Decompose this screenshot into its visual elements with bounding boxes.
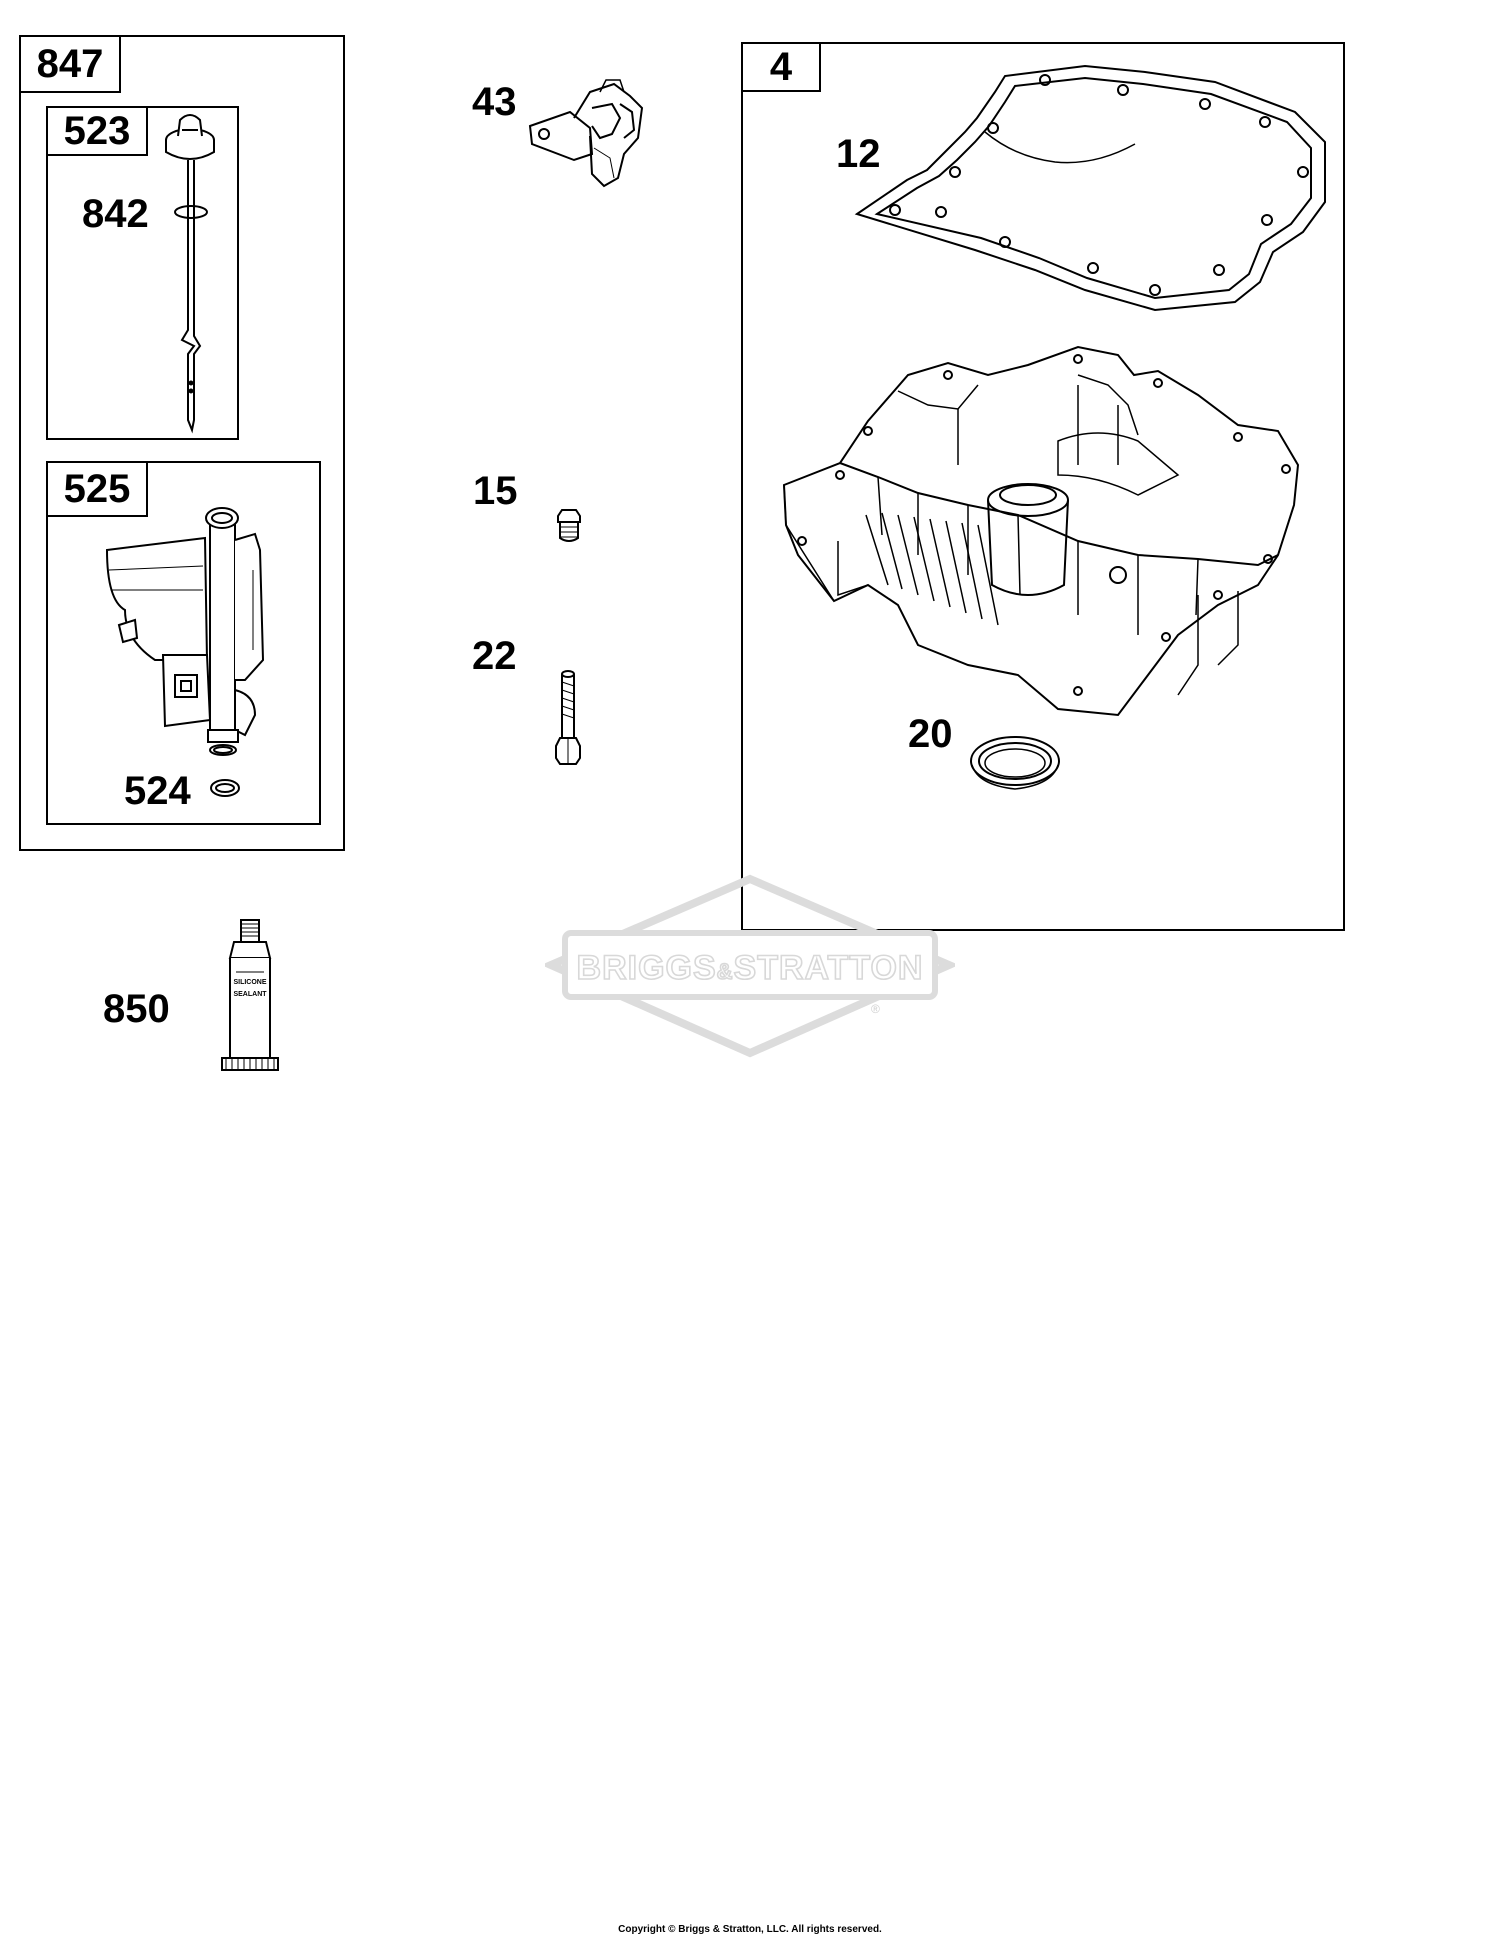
- group-523-tag: 523: [46, 106, 148, 156]
- group-847-frame: 847: [19, 35, 345, 851]
- group-4-tag: 4: [741, 42, 821, 92]
- watermark-brand-amp: &: [717, 959, 734, 984]
- svg-text:BRIGGS&STRATTON: BRIGGS&STRATTON: [577, 949, 924, 987]
- part-label-12: 12: [836, 132, 881, 176]
- group-523-frame: 523: [46, 106, 239, 440]
- group-525-frame: 525: [46, 461, 321, 825]
- part-label-22: 22: [472, 634, 517, 678]
- briggs-stratton-watermark-logo: BRIGGS&STRATTON ®: [541, 873, 959, 1068]
- sealant-tube-text-line-1: SILICONE: [233, 979, 266, 986]
- bolt-22-illustration: [548, 668, 588, 768]
- group-525-tag: 525: [46, 461, 148, 517]
- part-label-15: 15: [473, 469, 518, 513]
- bracket-43-illustration: [520, 78, 650, 193]
- part-label-842: 842: [82, 192, 149, 236]
- part-label-524: 524: [124, 769, 191, 813]
- watermark-registered-mark: ®: [871, 1002, 880, 1016]
- sump-4-illustration: [778, 345, 1308, 725]
- part-label-850: 850: [103, 987, 170, 1031]
- watermark-brand-left: BRIGGS: [577, 949, 717, 987]
- sealant-tube-text-line-2: SEALANT: [233, 991, 267, 998]
- oil-seal-20-illustration: [968, 733, 1062, 793]
- part-label-20: 20: [908, 712, 953, 756]
- group-847-tag: 847: [19, 35, 121, 93]
- plug-15-illustration: [554, 508, 584, 544]
- group-4-frame: 4: [741, 42, 1345, 931]
- watermark-brand-right: STRATTON: [734, 949, 924, 987]
- part-label-43: 43: [472, 80, 517, 124]
- sealant-tube-illustration: SILICONE SEALANT: [210, 918, 290, 1074]
- gasket-12-illustration: [854, 62, 1340, 322]
- o-ring-524-illustration: [208, 776, 242, 800]
- copyright-notice: Copyright © Briggs & Stratton, LLC. All …: [618, 1924, 882, 1935]
- dipstick-illustration: [150, 100, 230, 440]
- oil-fill-tube-illustration: [95, 490, 295, 760]
